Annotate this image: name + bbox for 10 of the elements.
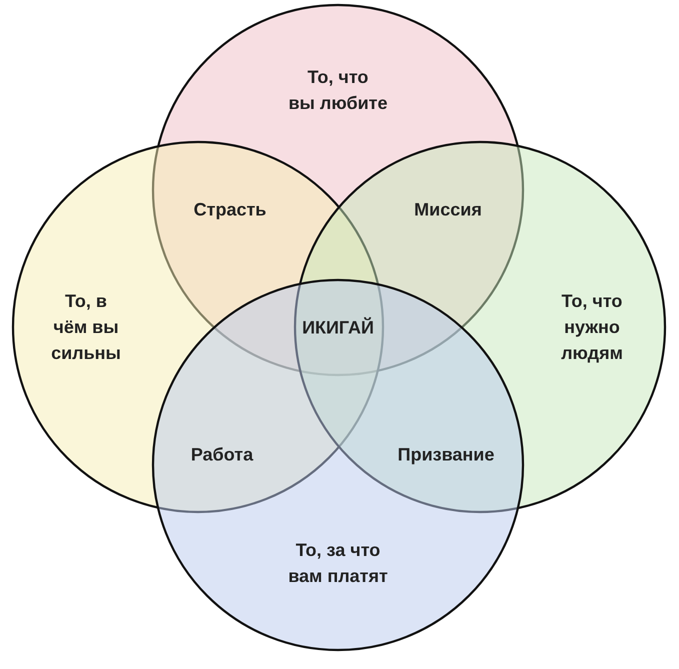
venn-circle (152, 279, 524, 651)
overlap-label: Работа (190, 444, 254, 466)
circle-label: То, что вы любите (287, 66, 389, 115)
overlap-label: Призвание (398, 444, 494, 466)
circle-label: То, за что вам платят (287, 538, 389, 588)
circle-label: То, в чём вы сильны (50, 290, 122, 366)
overlap-label: Миссия (414, 200, 482, 220)
overlap-label: Страсть (194, 200, 266, 220)
circle-label: То, что нужно людям (560, 290, 624, 366)
center-label: ИКИГАЙ (302, 318, 374, 338)
